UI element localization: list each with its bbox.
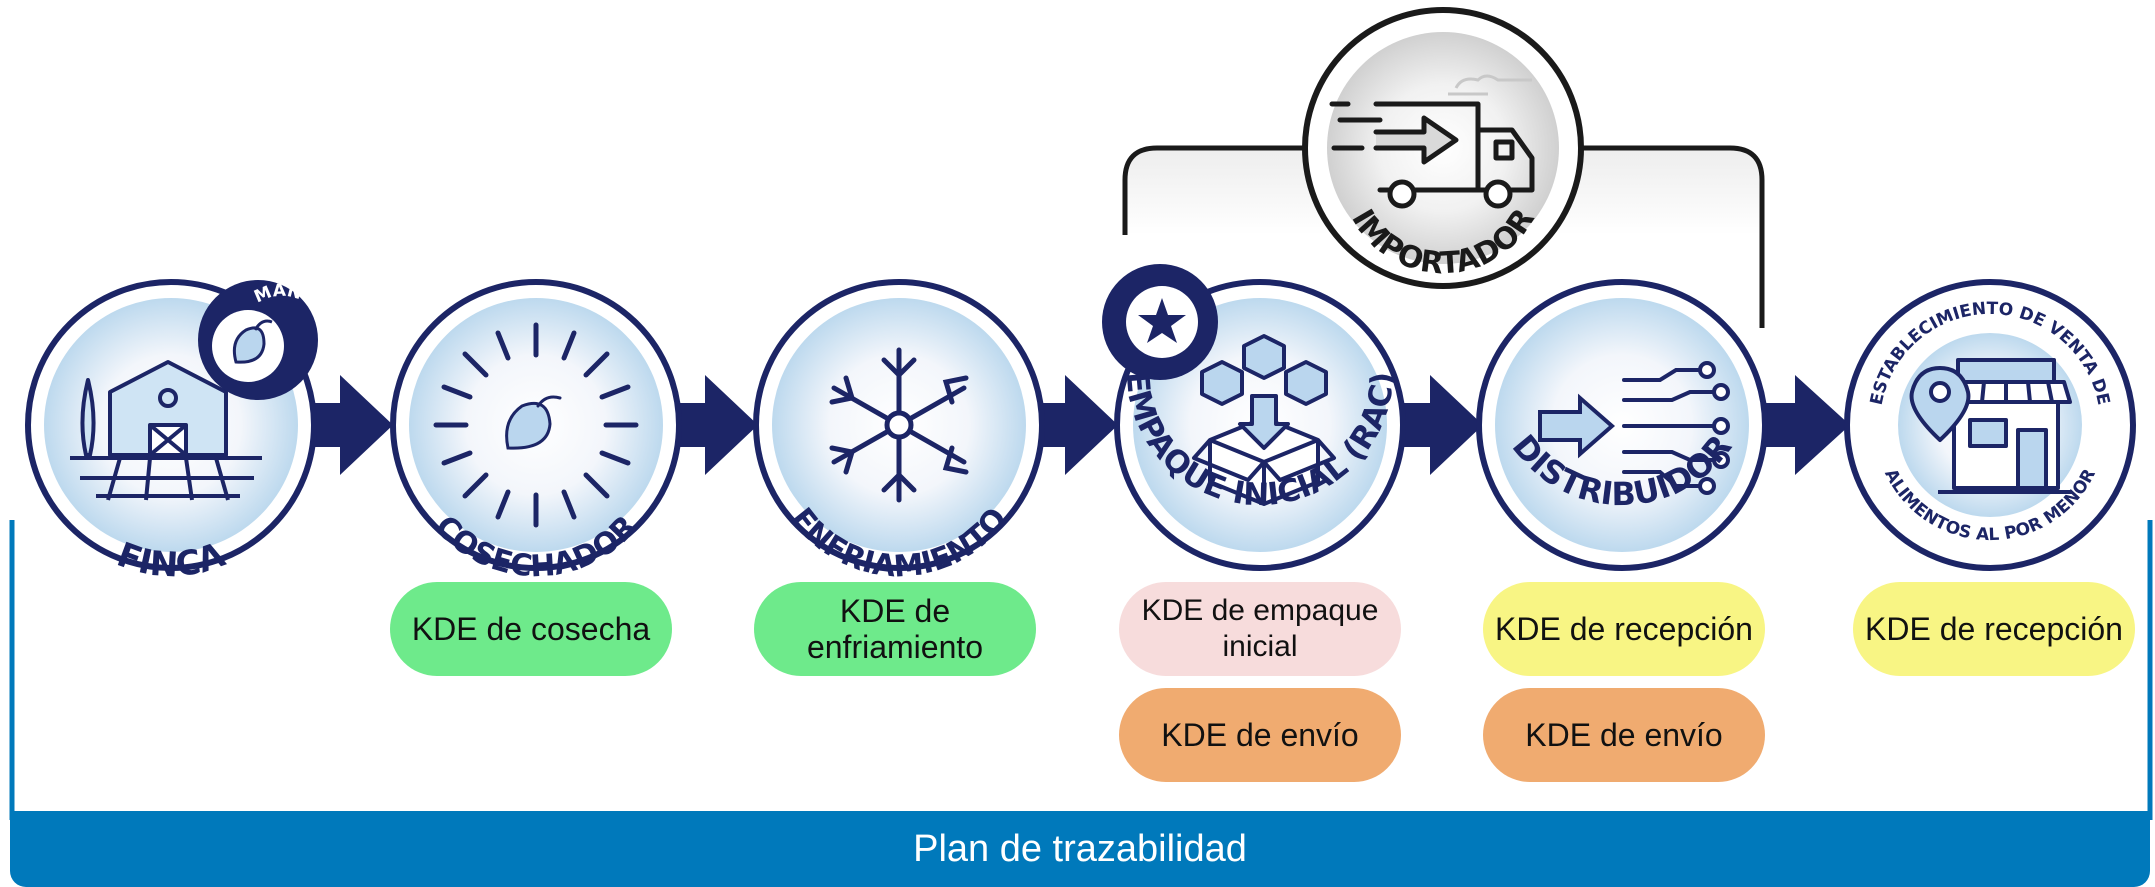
flow-arrow-4 bbox=[1393, 375, 1483, 475]
flow-arrow-2 bbox=[665, 375, 758, 475]
stage-establecimiento: ESTABLECIMIENTO DE VENTA DE ALIMENTOS AL… bbox=[1844, 279, 2136, 571]
kde-envio-distribuidor: KDE de envío bbox=[1483, 688, 1765, 782]
delivery-truck-icon bbox=[1329, 101, 1535, 209]
farm-barn-icon bbox=[70, 360, 262, 501]
cloud-icon bbox=[1448, 74, 1532, 96]
distribution-network-icon bbox=[1538, 361, 1730, 495]
star-icon bbox=[1138, 298, 1186, 343]
flow-arrow-5 bbox=[1755, 375, 1850, 475]
plan-trazabilidad-bar: Plan de trazabilidad bbox=[10, 811, 2150, 887]
flow-arrow-3 bbox=[1030, 375, 1118, 475]
mangos-badge: MANGOS bbox=[198, 280, 339, 400]
packing-box-icon bbox=[1192, 334, 1336, 506]
store-location-icon bbox=[1909, 358, 2072, 494]
kde-recepcion-minorista: KDE de recepción bbox=[1853, 582, 2135, 676]
kde-cosecha: KDE de cosecha bbox=[390, 582, 672, 676]
fuente-tlc-badge: FUENTE DEL TLC bbox=[1084, 245, 1218, 380]
stage-finca: FINCA MANGOS bbox=[25, 279, 339, 586]
stage-empaque: EMPAQUE INICIAL (RAC) FUENTE DEL TLC bbox=[1084, 245, 1406, 571]
kde-enfriamiento: KDE de enfriamiento bbox=[754, 582, 1036, 676]
stage-importador: IMPORTADOR bbox=[1302, 7, 1584, 289]
flow-arrow-1 bbox=[300, 375, 393, 475]
kde-recepcion-distribuidor: KDE de recepción bbox=[1483, 582, 1765, 676]
mango-sun-icon bbox=[433, 322, 639, 528]
kde-empaque-inicial: KDE de empaque inicial bbox=[1119, 582, 1401, 676]
mango-icon bbox=[232, 319, 273, 364]
kde-envio-empaque: KDE de envío bbox=[1119, 688, 1401, 782]
stage-cosechador: COSECHADOR bbox=[390, 279, 682, 584]
stage-enfriamiento: ENFRIAMIENTO bbox=[753, 279, 1045, 585]
snowflake-icon bbox=[829, 347, 969, 503]
plan-label: Plan de trazabilidad bbox=[913, 827, 1247, 870]
stage-distribuidor: DISTRIBUIDOR bbox=[1476, 279, 1768, 571]
